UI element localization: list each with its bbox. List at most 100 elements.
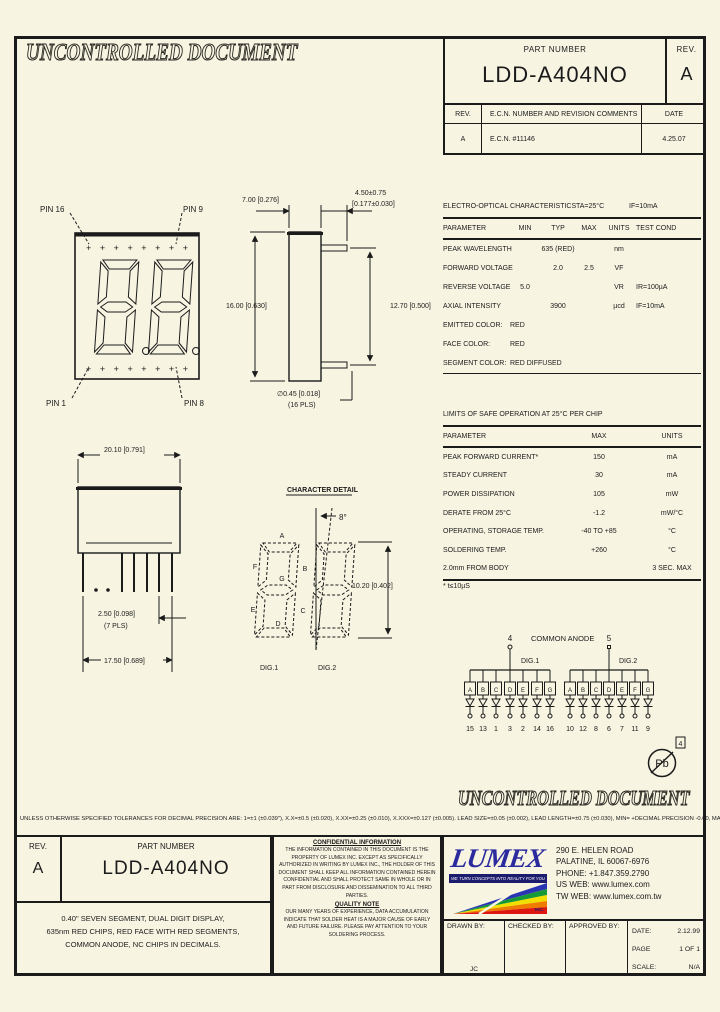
bottom-rev-cell: REV. A — [16, 837, 62, 901]
address-line2: PALATINE, IL 60067-6976 — [556, 857, 650, 867]
date-label: DATE: — [632, 928, 652, 936]
part-number-value: LDD-A404NO — [482, 62, 628, 87]
eo-title: ELECTRO-OPTICAL CHARACTERISTICS — [443, 203, 577, 210]
pinout-dig2-label: DIG.2 — [619, 658, 637, 665]
seg-d-label: D — [275, 621, 280, 628]
lumex-logo-text: LUMEX — [449, 843, 547, 873]
pin-marks-top: + + + + + + + + — [86, 243, 188, 253]
dig1-seg-letter: A — [468, 688, 472, 694]
rev-value: A — [680, 64, 693, 84]
date-page-scale-cell: DATE: 2.12.99 PAGE 1 OF 1 SCALE: N/A — [628, 921, 706, 976]
uncontrolled-watermark-top: UNCONTROLLED DOCUMENT — [26, 39, 298, 66]
eo-title-row: ELECTRO-OPTICAL CHARACTERISTICS TA=25°C … — [443, 203, 701, 216]
ecn-col-header: E.C.N. NUMBER AND REVISION COMMENTS — [490, 110, 638, 118]
description-line: 0.40" SEVEN SEGMENT, DUAL DIGIT DISPLAY, — [61, 914, 225, 923]
dim-height: 16.00 [0.630] — [226, 303, 267, 310]
dig2-seg-letter: A — [568, 688, 572, 694]
drawn-by-cell: DRAWN BY: JC — [444, 921, 505, 976]
dig2-pin-number: 6 — [607, 726, 611, 733]
dim-pin-dia: ∅0.45 [0.018] — [277, 391, 320, 398]
approved-by-label: APPROVED BY: — [569, 923, 620, 930]
description-line: COMMON ANODE, NC CHIPS IN DECIMALS. — [65, 940, 221, 949]
pin1-label: PIN 1 — [46, 399, 67, 408]
bottom-part-row: REV. A PART NUMBER LDD-A404NO — [16, 837, 270, 903]
eo-h-units: UNITS — [608, 224, 630, 232]
electro-optical-table: ELECTRO-OPTICAL CHARACTERISTICS TA=25°C … — [443, 203, 701, 374]
bottom-part-number-cell: PART NUMBER LDD-A404NO — [62, 837, 270, 901]
tolerance-note: UNLESS OTHERWISE SPECIFIED TOLERANCES FO… — [20, 816, 720, 822]
limits-table: LIMITS OF SAFE OPERATION AT 25°C PER CHI… — [443, 411, 701, 596]
dig1-seg-letter: E — [521, 688, 525, 694]
character-detail: CHARACTER DETAIL 8° A F B G E C D 10.20 … — [251, 487, 393, 672]
signoff-row: DRAWN BY: JC CHECKED BY: APPROVED BY: DA… — [444, 919, 706, 976]
dig1-pin-number: 2 — [521, 726, 525, 733]
eo-cond-ta: TA=25°C — [576, 203, 605, 210]
eo-cond-if: IF=10mA — [629, 203, 658, 210]
dig1-pin-number: 15 — [466, 726, 474, 733]
drawn-by-label: DRAWN BY: — [447, 923, 485, 930]
notes-block: CONFIDENTIAL INFORMATION THE INFORMATION… — [272, 835, 442, 976]
character-detail-title: CHARACTER DETAIL — [287, 487, 359, 494]
dig2-pin-number: 12 — [579, 726, 587, 733]
dig2-common-pin: 5 — [607, 634, 612, 643]
seg-e-label: E — [251, 607, 256, 614]
dig1-pin-number: 13 — [479, 726, 487, 733]
dig2-seg-letter: D — [607, 688, 612, 694]
lim-h-param: PARAMETER — [443, 432, 487, 440]
seg-c-label: C — [300, 608, 305, 615]
dig1-pin-number: 16 — [546, 726, 554, 733]
rev-col-header: REV. — [445, 105, 482, 123]
eo-header-row: PARAMETER MIN TYP MAX UNITS TEST COND — [443, 219, 701, 237]
lumex-inc-text: INC. — [535, 907, 544, 912]
page-line: PAGE 1 OF 1 — [632, 941, 700, 959]
scale-label: SCALE: — [632, 963, 657, 971]
pin-marks-bottom: + + + + + + + + — [86, 364, 188, 374]
limits-footnote: * t≤10µS — [443, 583, 470, 591]
eo-h-test: TEST COND — [636, 224, 677, 232]
eo-h-param: PARAMETER — [443, 224, 487, 232]
dig2-seg-letter: B — [581, 688, 585, 694]
dim-pin-dia-pls: (16 PLS) — [288, 402, 316, 409]
pinout-title: COMMON ANODE — [531, 634, 594, 643]
dim-lead-b: [0.177±0.030] — [352, 201, 395, 208]
pb-symbol-text: Pb — [655, 758, 668, 770]
rev-label: REV. — [676, 45, 697, 54]
dig1-label: DIG.1 — [260, 665, 278, 672]
dig2-pin-number: 7 — [620, 726, 624, 733]
drawn-by-initials: JC — [470, 966, 478, 973]
eo-row: EMITTED COLOR:RED — [443, 322, 525, 329]
quality-title: QUALITY NOTE — [334, 902, 380, 909]
eo-h-typ: TYP — [551, 224, 565, 232]
eo-h-min: MIN — [518, 224, 532, 232]
part-number-cell: PART NUMBER LDD-A404NO — [445, 39, 667, 103]
front-view: + + + + + + + + + + + + + + + + PIN 16 P… — [40, 205, 205, 408]
dim-lead-a: 4.50±0.75 — [355, 190, 386, 197]
dim-pitch: 2.50 [0.098] — [98, 611, 135, 618]
confidential-body: THE INFORMATION CONTAINED IN THIS DOCUME… — [278, 847, 436, 899]
dim-span: 17.50 [0.689] — [104, 658, 145, 665]
dig1-seg-letter: D — [508, 688, 513, 694]
bottom-rev-value: A — [32, 860, 44, 877]
pinout-dig1-label: DIG.1 — [521, 658, 539, 665]
rule — [443, 425, 701, 427]
rule — [443, 446, 701, 448]
limits-header-row: PARAMETER MAX UNITS — [443, 427, 701, 445]
company-us-web: US WEB: www.lumex.com — [556, 880, 650, 890]
pb-note-ref: 4 — [679, 741, 683, 748]
limits-row: SOLDERING TEMP.+260°C — [443, 546, 676, 554]
rev-cell: REV. A — [667, 39, 706, 103]
dig1-common-pin: 4 — [508, 634, 513, 643]
dig2-label: DIG.2 — [318, 665, 336, 672]
dig1-seg-letter: F — [535, 688, 539, 694]
limits-row: OPERATING, STORAGE TEMP.-40 TO +85°C — [443, 528, 676, 536]
